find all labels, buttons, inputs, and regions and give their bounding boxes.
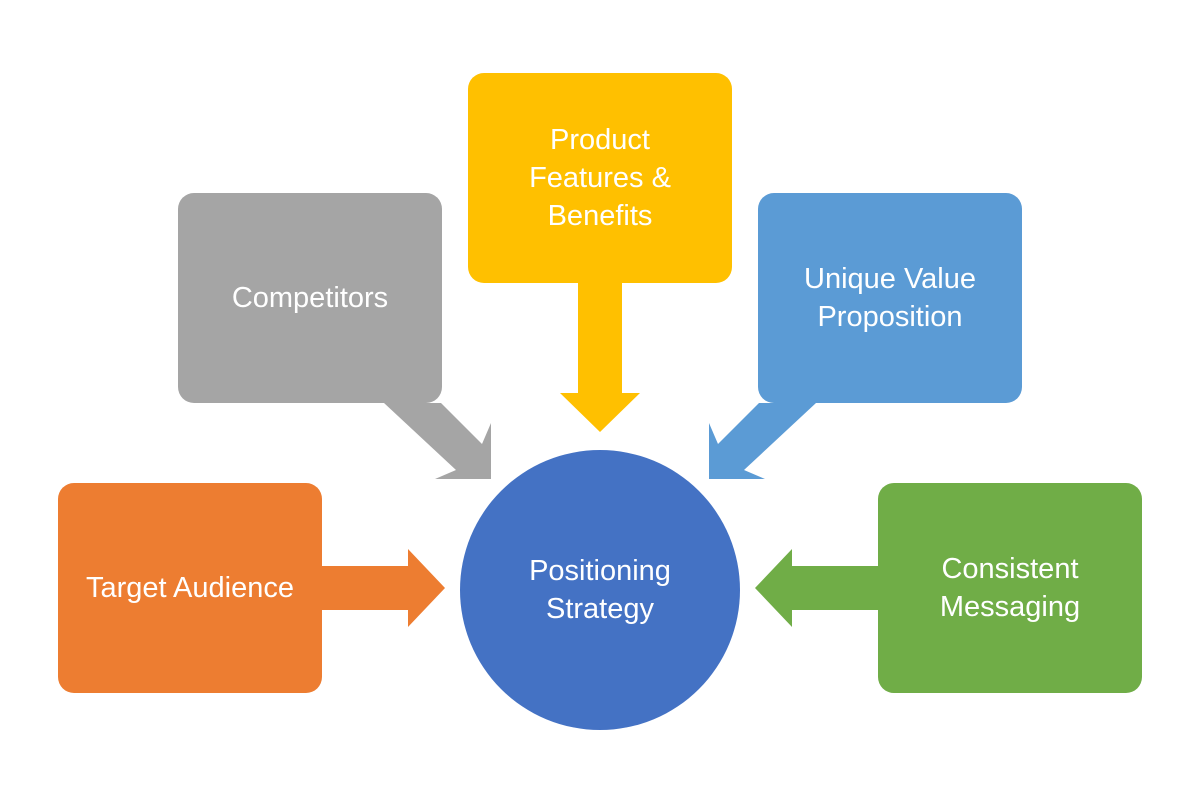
node-label-line: Consistent: [941, 553, 1079, 585]
arrow-product-features: [560, 283, 640, 432]
node-consistent-messaging: Consistent Messaging: [878, 483, 1142, 693]
arrow-target-audience: [322, 549, 445, 627]
node-label: Competitors: [231, 282, 389, 314]
arrow-unique-value: [709, 403, 816, 479]
node-label-line: Benefits: [547, 200, 653, 232]
node-label: Target Audience: [86, 572, 294, 604]
node-label-line: Messaging: [939, 591, 1081, 623]
node-label-line: Product: [550, 124, 650, 156]
node-unique-value-proposition: Unique Value Proposition: [758, 193, 1022, 403]
node-competitors: Competitors: [178, 193, 442, 403]
node-label-line: Proposition: [817, 301, 963, 333]
arrow-competitors: [384, 403, 491, 479]
node-label-line: Features &: [529, 162, 671, 194]
center-positioning-strategy: Positioning Strategy: [460, 450, 740, 730]
node-target-audience: Target Audience: [58, 483, 322, 693]
arrow-consistent-messaging: [755, 549, 878, 627]
center-label-line: Strategy: [546, 593, 654, 625]
center-label-line: Positioning: [529, 555, 671, 587]
node-product-features: Product Features & Benefits: [468, 73, 732, 283]
node-label-line: Unique Value: [804, 263, 976, 295]
